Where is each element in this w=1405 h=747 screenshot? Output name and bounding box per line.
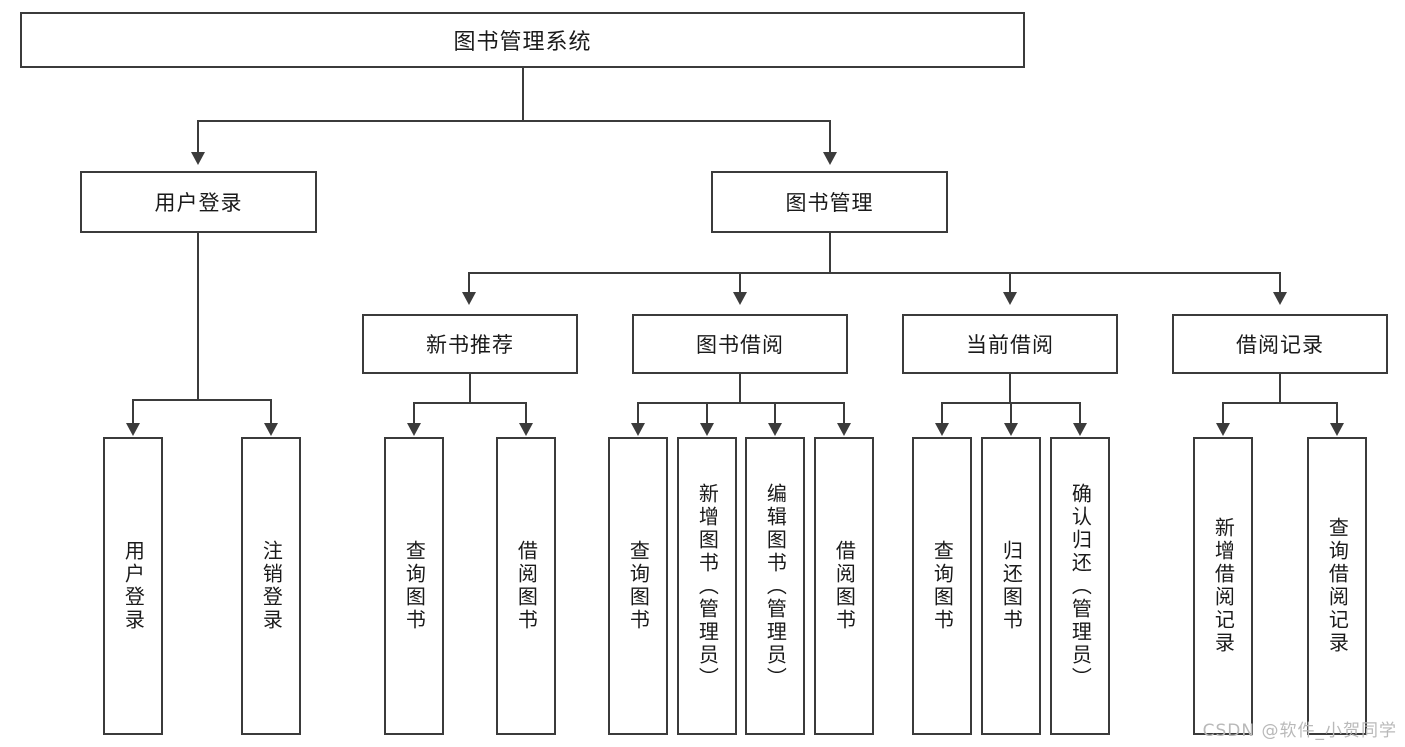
connector-current-borrow-drop-2: [1079, 402, 1081, 423]
leaf-query-book-borrow[interactable]: 查询图书: [608, 437, 668, 735]
connector-root-stem: [522, 68, 524, 120]
leaf-label: 借阅图书: [832, 540, 857, 632]
node-user-login[interactable]: 用户登录: [80, 171, 317, 233]
connector-level3-drop-1: [739, 272, 741, 292]
connector-root-drop-left: [197, 120, 199, 152]
node-book-management[interactable]: 图书管理: [711, 171, 948, 233]
connector-current-borrow-drop-0: [941, 402, 943, 423]
connector-user-login-drop-0: [132, 399, 134, 423]
leaf-label: 查询图书: [930, 540, 955, 632]
node-label: 当前借阅: [966, 333, 1054, 357]
arrow-to-leaf-confirm-return: [1073, 423, 1087, 436]
arrow-to-book-management: [823, 152, 837, 165]
node-root-book-management-system[interactable]: 图书管理系统: [20, 12, 1025, 68]
connector-new-book-drop-1: [525, 402, 527, 423]
arrow-to-leaf-query-record: [1330, 423, 1344, 436]
connector-current-borrow-drop-1: [1010, 402, 1012, 423]
connector-level3-bus: [468, 272, 1280, 274]
leaf-label: 用户登录: [121, 540, 146, 632]
arrow-to-current-borrow: [1003, 292, 1017, 305]
leaf-label: 新增借阅记录: [1211, 517, 1236, 655]
arrow-to-leaf-return-book: [1004, 423, 1018, 436]
connector-book-borrow-bus: [637, 402, 844, 404]
node-new-book-recommend[interactable]: 新书推荐: [362, 314, 578, 374]
node-borrow-record[interactable]: 借阅记录: [1172, 314, 1388, 374]
node-label: 图书借阅: [696, 333, 784, 357]
connector-book-borrow-drop-2: [774, 402, 776, 423]
node-label: 借阅记录: [1236, 333, 1324, 357]
leaf-query-book-recommend[interactable]: 查询图书: [384, 437, 444, 735]
leaf-label: 新增图书（管理员）: [695, 482, 720, 690]
node-label: 图书管理: [785, 191, 874, 215]
leaf-borrow-book[interactable]: 借阅图书: [814, 437, 874, 735]
node-current-borrow[interactable]: 当前借阅: [902, 314, 1118, 374]
connector-borrow-record-drop-0: [1222, 402, 1224, 423]
connector-borrow-record-bus: [1222, 402, 1338, 404]
leaf-label: 注销登录: [259, 540, 284, 632]
leaf-add-borrow-record[interactable]: 新增借阅记录: [1193, 437, 1253, 735]
leaf-label: 确认归还（管理员）: [1068, 482, 1093, 690]
connector-root-bus: [197, 120, 830, 122]
leaf-logout[interactable]: 注销登录: [241, 437, 301, 735]
node-label: 用户登录: [154, 191, 243, 215]
arrow-to-new-book-recommend: [462, 292, 476, 305]
arrow-to-borrow-record: [1273, 292, 1287, 305]
connector-user-login-stem: [197, 233, 199, 399]
leaf-confirm-return-admin[interactable]: 确认归还（管理员）: [1050, 437, 1110, 735]
leaf-label: 编辑图书（管理员）: [763, 482, 788, 690]
connector-book-borrow-drop-1: [706, 402, 708, 423]
leaf-user-login[interactable]: 用户登录: [103, 437, 163, 735]
connector-new-book-drop-0: [413, 402, 415, 423]
node-label: 新书推荐: [426, 333, 514, 357]
connector-level3-drop-2: [1009, 272, 1011, 292]
arrow-to-book-borrow: [733, 292, 747, 305]
connector-book-borrow-drop-0: [637, 402, 639, 423]
connector-root-drop-right: [829, 120, 831, 152]
connector-level3-drop-0: [468, 272, 470, 292]
arrow-to-leaf-query-book-1: [407, 423, 421, 436]
connector-book-borrow-stem: [739, 374, 741, 402]
leaf-label: 查询借阅记录: [1325, 517, 1350, 655]
connector-borrow-record-drop-1: [1336, 402, 1338, 423]
connector-book-borrow-drop-3: [843, 402, 845, 423]
leaf-edit-book-admin[interactable]: 编辑图书（管理员）: [745, 437, 805, 735]
leaf-label: 查询图书: [626, 540, 651, 632]
connector-user-login-bus: [132, 399, 272, 401]
leaf-borrow-book-recommend[interactable]: 借阅图书: [496, 437, 556, 735]
arrow-to-leaf-edit-book: [768, 423, 782, 436]
leaf-add-book-admin[interactable]: 新增图书（管理员）: [677, 437, 737, 735]
arrow-to-leaf-logout: [264, 423, 278, 436]
arrow-to-leaf-borrow-book-1: [519, 423, 533, 436]
leaf-label: 借阅图书: [514, 540, 539, 632]
arrow-to-leaf-query-book-2: [631, 423, 645, 436]
connector-user-login-drop-1: [270, 399, 272, 423]
arrow-to-leaf-add-record: [1216, 423, 1230, 436]
leaf-query-book-current[interactable]: 查询图书: [912, 437, 972, 735]
node-label: 图书管理系统: [453, 30, 592, 55]
arrow-to-leaf-user-login: [126, 423, 140, 436]
leaf-label: 查询图书: [402, 540, 427, 632]
leaf-label: 归还图书: [999, 540, 1024, 632]
leaf-return-book[interactable]: 归还图书: [981, 437, 1041, 735]
node-book-borrow[interactable]: 图书借阅: [632, 314, 848, 374]
connector-book-management-stem: [829, 233, 831, 272]
arrow-to-leaf-add-book: [700, 423, 714, 436]
arrow-to-leaf-query-book-3: [935, 423, 949, 436]
connector-new-book-stem: [469, 374, 471, 402]
connector-level3-drop-3: [1279, 272, 1281, 292]
leaf-query-borrow-record[interactable]: 查询借阅记录: [1307, 437, 1367, 735]
arrow-to-leaf-borrow-book-2: [837, 423, 851, 436]
arrow-to-user-login: [191, 152, 205, 165]
connector-new-book-bus: [413, 402, 527, 404]
connector-current-borrow-stem: [1009, 374, 1011, 402]
connector-borrow-record-stem: [1279, 374, 1281, 402]
